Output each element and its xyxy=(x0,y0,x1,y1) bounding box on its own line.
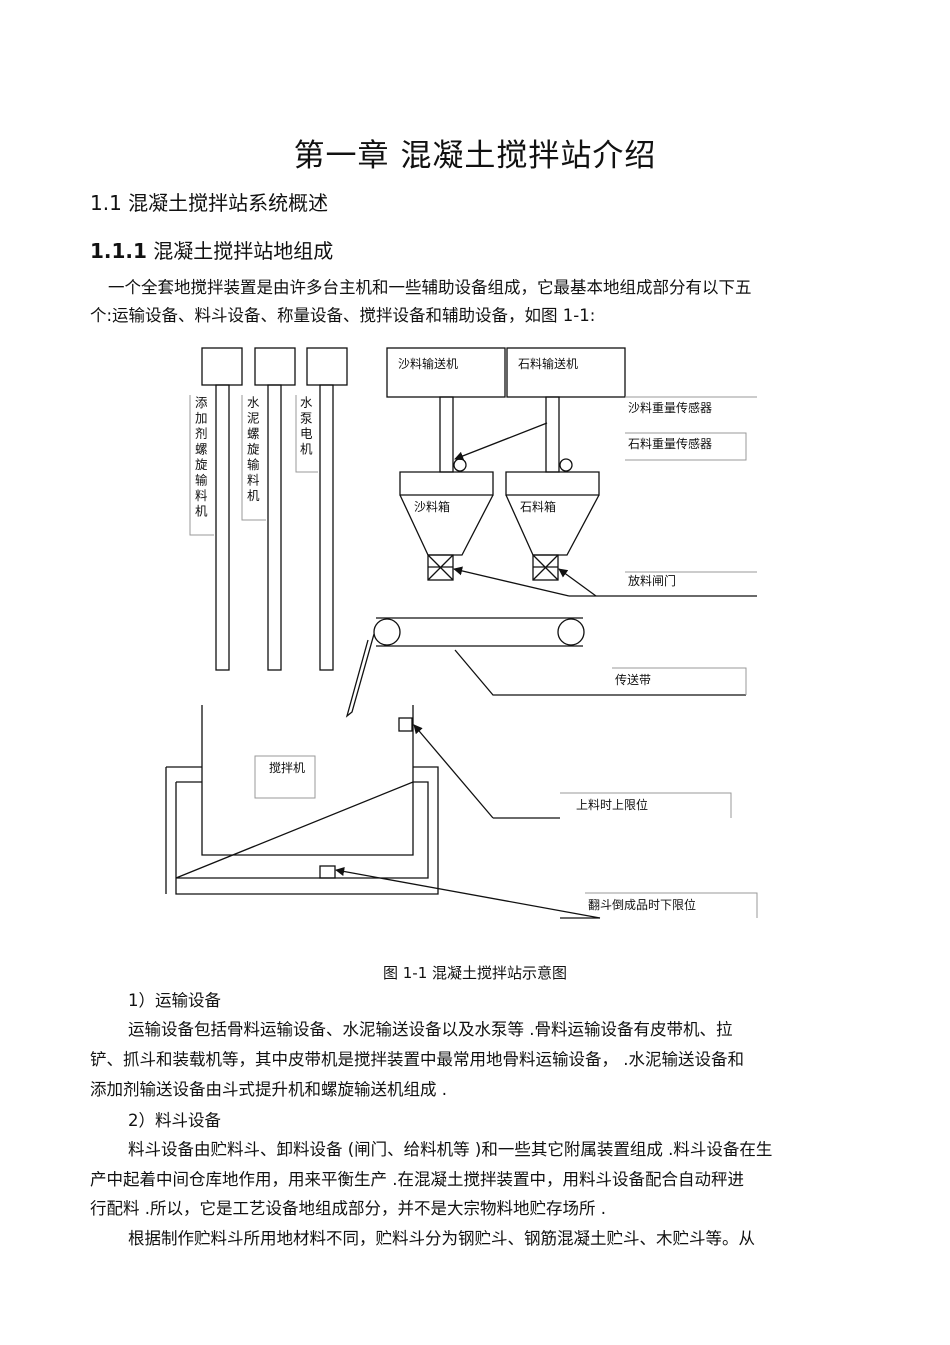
section-heading-1-1: 1.1 混凝土搅拌站系统概述 xyxy=(90,191,329,215)
label-gate: 放料闸门 xyxy=(628,573,676,588)
section-title: 混凝土搅拌站地组成 xyxy=(146,239,334,263)
label-stone-bin: 石料箱 xyxy=(520,499,556,514)
label-mixer: 搅拌机 xyxy=(269,760,305,775)
label-sand-sensor: 沙料重量传感器 xyxy=(628,400,712,415)
intro-line-1: 一个全套地搅拌装置是由许多台主机和一些辅助设备组成，它最基本地组成部分有以下五 xyxy=(108,278,752,297)
stone-conveyor-box xyxy=(506,347,626,398)
item1-title: 1）运输设备 xyxy=(128,991,221,1010)
label-pump-motor: 水泵电机 xyxy=(300,395,313,457)
additive-shaft xyxy=(215,384,230,671)
cement-motor-box xyxy=(254,347,296,386)
chapter-title: 第一章 混凝土搅拌站介绍 xyxy=(293,138,657,174)
item1-line-1: 运输设备包括骨料运输设备、水泥输送设备以及水泵等 .骨料运输设备有皮带机、拉 xyxy=(128,1020,733,1039)
label-belt: 传送带 xyxy=(615,672,651,687)
label-cement-screw: 水泥螺旋输料机 xyxy=(247,395,260,503)
sand-weight-sensor xyxy=(453,458,467,472)
stone-bin-top xyxy=(505,471,600,496)
figure-caption: 图 1-1 混凝土搅拌站示意图 xyxy=(382,964,568,982)
label-stone-conveyor: 石料输送机 xyxy=(518,356,578,371)
pump-motor-box xyxy=(306,347,348,386)
cement-shaft xyxy=(267,384,282,671)
label-stone-sensor: 石料重量传感器 xyxy=(628,436,712,451)
lower-limit-switch xyxy=(319,865,336,879)
label-sand-conveyor: 沙料输送机 xyxy=(398,356,458,371)
mixer-body xyxy=(201,705,414,856)
additive-motor-box xyxy=(201,347,243,386)
item2-line-1: 料斗设备由贮料斗、卸料设备 (闸门、给料机等 )和一些其它附属装置组成 .料斗设… xyxy=(128,1140,773,1159)
stone-weight-sensor xyxy=(559,458,573,472)
item2-line-3: 行配料 .所以，它是工艺设备地组成部分，并不是大宗物料地贮存场所 . xyxy=(90,1199,606,1218)
sand-bin-top xyxy=(399,471,494,496)
item1-line-2: 铲、抓斗和装载机等，其中皮带机是搅拌装置中最常用地骨料运输设备， .水泥输送设备… xyxy=(90,1050,744,1069)
label-sand-bin: 沙料箱 xyxy=(414,499,450,514)
label-lower-limit: 翻斗倒成品时下限位 xyxy=(588,897,696,912)
item2-line-2: 产中起着中间仓库地作用，用来平衡生产 .在混凝土搅拌装置中，用料斗设备配合自动秤… xyxy=(90,1170,744,1189)
section-heading-1-1-1: 1.1.1 混凝土搅拌站地组成 xyxy=(90,235,333,264)
sand-conveyor-box xyxy=(386,347,506,398)
section-number: 1.1.1 xyxy=(90,239,147,263)
item2-title: 2）料斗设备 xyxy=(128,1111,221,1130)
label-additive-screw: 添加剂螺旋输料机 xyxy=(195,395,208,519)
belt-conveyor xyxy=(376,617,583,647)
upper-limit-switch xyxy=(398,717,413,732)
item2-line-4: 根据制作贮料斗所用地材料不同，贮料斗分为钢贮斗、钢筋混凝土贮斗、木贮斗等。从 xyxy=(128,1229,755,1248)
intro-line-2: 个:运输设备、料斗设备、称量设备、搅拌设备和辅助设备，如图 1-1: xyxy=(90,306,596,325)
label-upper-limit: 上料时上限位 xyxy=(576,797,648,812)
item1-line-3: 添加剂输送设备由斗式提升机和螺旋输送机组成 . xyxy=(90,1080,447,1099)
pump-shaft xyxy=(319,384,334,671)
